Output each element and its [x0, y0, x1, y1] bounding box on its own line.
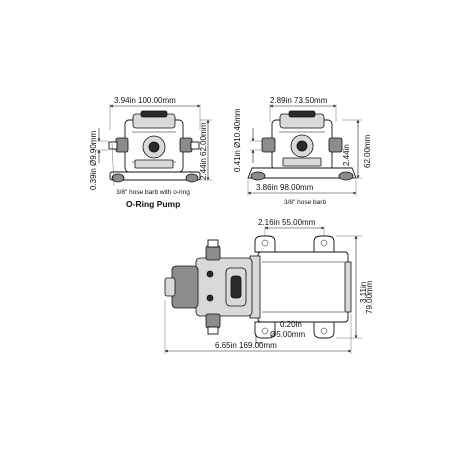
barb-diameter-text: 0.41in Ø10.40mm [233, 108, 242, 172]
mount-tab-bottom-left [254, 321, 276, 339]
mount-hole [261, 239, 269, 247]
valve-block [134, 159, 174, 169]
switch-center [148, 141, 160, 153]
pump-side-view: 2.16in 55.00mm 3.11in 79.0 [164, 218, 374, 354]
rubber-foot-left [250, 171, 266, 181]
inlet-port [115, 137, 129, 153]
motor-body [257, 251, 349, 323]
hose-barb-label: 3/8" hose barb [284, 199, 326, 206]
hole-inch-text: 0.20in [280, 320, 302, 329]
overall-length-text: 6.65in 169.00mm [215, 341, 277, 350]
hole-mm-text: Ø5.00mm [270, 330, 305, 339]
height-inch-text: 2.44in [342, 144, 351, 166]
hose-barb-right [190, 141, 200, 150]
mounting-base [109, 171, 201, 181]
switch-slot [230, 275, 242, 299]
pump-cap [288, 110, 316, 118]
side-height-inch-text: 3.11in [359, 282, 368, 303]
mount-hole [320, 327, 328, 335]
rubber-foot-right [338, 171, 354, 181]
pump-cap [140, 110, 168, 118]
rubber-foot-right [185, 173, 199, 183]
top-port [205, 245, 221, 261]
screw [206, 270, 214, 278]
rubber-foot-left [111, 173, 125, 183]
front-cover [171, 265, 199, 309]
top-hose-barb [207, 239, 219, 248]
bottom-hose-barb [207, 326, 219, 335]
front-cap [164, 277, 176, 297]
inlet-port [261, 137, 276, 153]
hose-barb-label: 3/8" hose barb with o-ring [116, 189, 190, 196]
width-dimension-text: 3.94in 100.00mm [114, 96, 176, 105]
motor-rear-cap [344, 261, 352, 313]
outlet-port [179, 137, 193, 153]
hose-barb-left [108, 141, 118, 150]
standard-pump-front-view: 2.89in 73.50mm 0.41in Ø10.40mm 2.44in 62… [233, 96, 372, 206]
oring-pump-front-view: 3.94in 100.00mm 0.39in Ø9.90mm 2.44in 62… [89, 96, 212, 209]
barb-diameter-text: 0.39in Ø9.90mm [89, 131, 98, 190]
bottom-port [205, 313, 221, 329]
top-dimension-text: 2.89in 73.50mm [270, 96, 328, 105]
mount-hole [320, 239, 328, 247]
oring-pump-title: O-Ring Pump [126, 199, 180, 209]
mount-tab-top-left [254, 235, 276, 253]
height-dimension-text: 2.44in 62.00mm [199, 122, 208, 180]
side-height-mm-text: 79.00mm [365, 280, 374, 314]
screw [206, 294, 214, 302]
outlet-port [328, 137, 343, 153]
mount-spacing-text: 2.16in 55.00mm [258, 218, 316, 227]
mount-hole [261, 327, 269, 335]
height-mm-text: 62.00mm [363, 134, 372, 168]
valve-block [282, 157, 322, 167]
base-dimension-text: 3.86in 98.00mm [256, 183, 314, 192]
mount-tab-top-right [313, 235, 335, 253]
switch-center [296, 140, 308, 152]
mount-tab-bottom-right [313, 321, 335, 339]
